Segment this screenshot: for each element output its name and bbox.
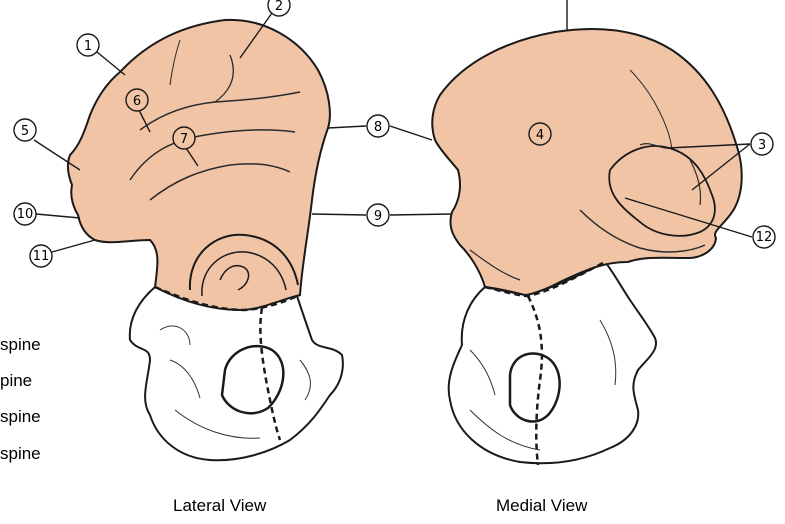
callout-1: 1 xyxy=(76,33,100,57)
auricular-surface xyxy=(608,145,716,237)
callout-7: 7 xyxy=(172,126,196,150)
lateral-view-illustration xyxy=(66,18,344,462)
partial-label-2: pine xyxy=(0,371,33,390)
partial-label-1: spine xyxy=(0,335,41,354)
lateral-obturator-foramen xyxy=(220,344,285,415)
lateral-view-caption: Lateral View xyxy=(173,496,267,515)
partial-label-4: spine xyxy=(0,444,41,463)
leader-lines xyxy=(33,0,753,253)
callout-5-label: 5 xyxy=(21,124,29,139)
callout-6-label: 6 xyxy=(133,94,141,109)
callout-2-label: 2 xyxy=(275,0,283,14)
callout-3-label: 3 xyxy=(758,138,766,153)
callout-10: 10 xyxy=(13,202,37,226)
callout-8-label: 8 xyxy=(374,120,382,135)
medial-obturator-foramen xyxy=(508,352,561,423)
callout-1-label: 1 xyxy=(84,39,92,54)
lateral-ilium xyxy=(66,18,331,312)
callout-7-label: 7 xyxy=(180,132,188,147)
medial-view-caption: Medial View xyxy=(496,496,588,515)
callout-9: 9 xyxy=(366,203,390,227)
callout-10-label: 10 xyxy=(17,207,34,222)
callout-12: 12 xyxy=(752,225,776,249)
lateral-acetabulum xyxy=(188,233,299,291)
medial-view-illustration xyxy=(431,28,743,466)
callout-11: 11 xyxy=(29,244,53,268)
partial-label-3: spine xyxy=(0,407,41,426)
callout-4: 4 xyxy=(528,122,552,146)
callout-9-label: 9 xyxy=(374,209,382,224)
callout-3: 3 xyxy=(750,132,774,156)
callout-6: 6 xyxy=(125,88,149,112)
callout-12-label: 12 xyxy=(756,230,773,245)
callout-2: 2 xyxy=(267,0,291,17)
medial-ilium xyxy=(431,28,743,297)
callout-4-label: 4 xyxy=(536,128,544,143)
callout-5: 5 xyxy=(13,118,37,142)
callout-11-label: 11 xyxy=(33,249,50,264)
callout-8: 8 xyxy=(366,114,390,138)
